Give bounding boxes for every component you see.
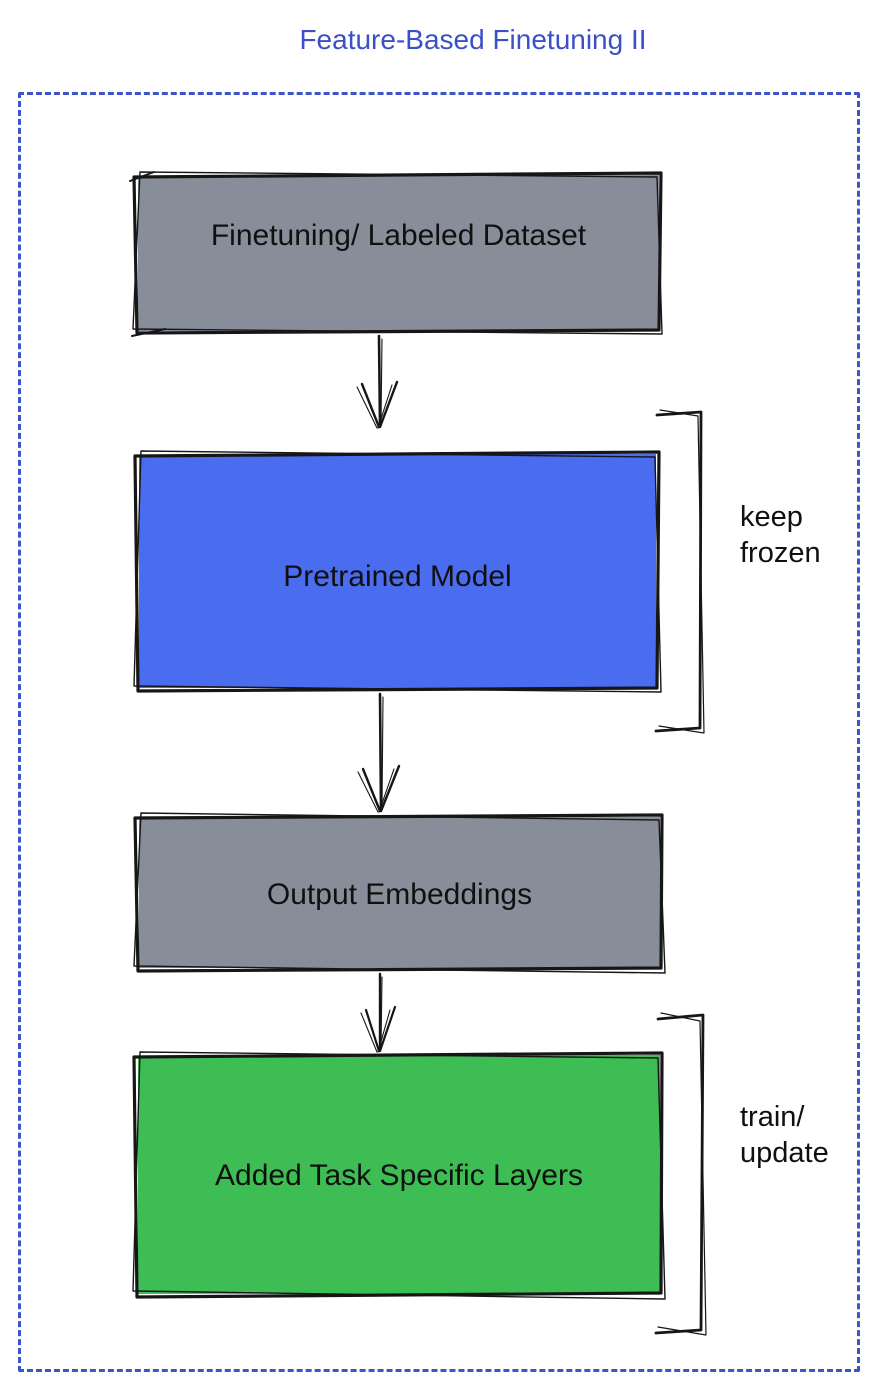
box-added-task-layers-shape — [132, 1051, 666, 1300]
arrow-model-to-embeddings — [357, 692, 401, 813]
dotted-frame — [18, 92, 860, 1372]
diagram-title: Feature-Based Finetuning II — [299, 24, 647, 55]
box-pretrained-model-shape — [133, 450, 662, 693]
annotation-train-update: train/ update — [740, 1101, 829, 1169]
box-label-added-task-layers: Added Task Specific Layers — [215, 1159, 583, 1192]
arrow-embeddings-to-layers — [360, 972, 397, 1053]
arrow-dataset-to-model — [356, 334, 399, 429]
box-label-pretrained-model: Pretrained Model — [283, 560, 512, 593]
bracket-train-update — [654, 1012, 707, 1336]
box-label-output-embeddings: Output Embeddings — [266, 878, 533, 911]
box-label-finetuning-dataset: Finetuning/ Labeled Dataset — [210, 219, 587, 252]
annotation-keep-frozen: keep frozen — [740, 501, 821, 569]
box-output-embeddings-shape — [133, 812, 666, 974]
box-finetuning-dataset-shape — [129, 171, 663, 337]
bracket-keep-frozen — [654, 409, 705, 734]
